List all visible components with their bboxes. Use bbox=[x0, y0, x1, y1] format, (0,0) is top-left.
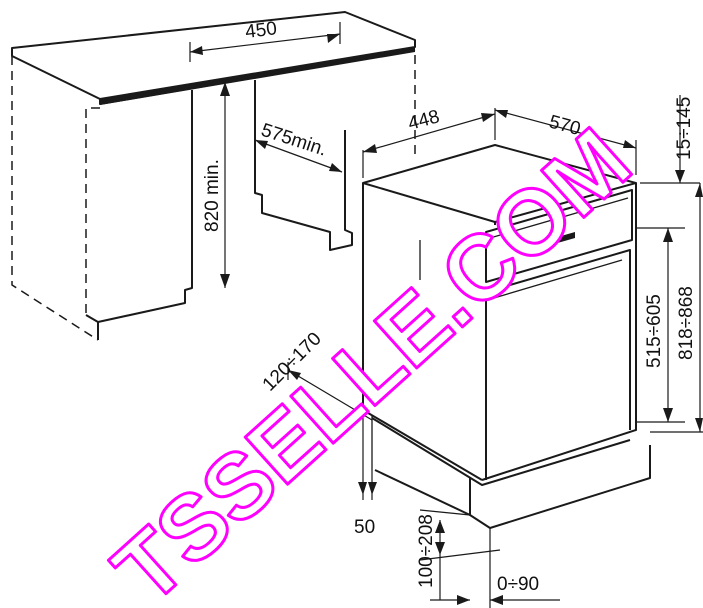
dim-plinth-offset: 50 bbox=[354, 517, 375, 538]
dim-panel-height: 515÷605 bbox=[644, 294, 665, 368]
dim-total-height: 818÷868 bbox=[676, 286, 697, 360]
dishwasher-drawing bbox=[362, 144, 651, 529]
dim-top-gap: 15÷145 bbox=[674, 97, 695, 160]
cabinet-drawing bbox=[11, 11, 416, 341]
dim-cabinet-width: 450 bbox=[244, 18, 278, 43]
dimension-lines bbox=[189, 22, 703, 608]
dim-plinth-height: 100÷208 bbox=[416, 514, 437, 588]
dim-cabinet-height: 820 min. bbox=[202, 159, 223, 232]
dim-foot-adjust: 0÷90 bbox=[497, 574, 539, 595]
